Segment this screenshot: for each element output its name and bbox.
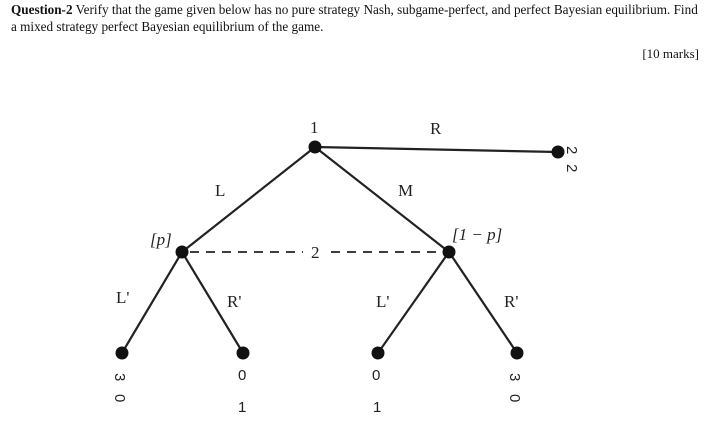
payoff-LL-2: 0: [111, 394, 128, 402]
action-M-label: M: [398, 181, 413, 200]
node-terminal-ML: [371, 346, 385, 360]
node-player2-left: [175, 245, 189, 259]
edge-L: [181, 146, 316, 253]
action-L-label: L: [215, 181, 225, 200]
node-player1: [308, 140, 322, 154]
action-Rprime-right-label: R': [504, 292, 518, 311]
action-Rprime-left-label: R': [227, 292, 241, 311]
edge-left-Lprime: [121, 251, 183, 354]
marks-label: [10 marks]: [642, 46, 699, 61]
question-body: Verify that the game given below has no …: [11, 2, 698, 34]
question-text: Question-2 Verify that the game given be…: [11, 2, 701, 35]
payoff-MR-2: 0: [506, 394, 523, 402]
question-label: Question-2: [11, 2, 73, 17]
edge-right-Lprime: [377, 251, 450, 354]
edge-left-Rprime: [181, 251, 244, 354]
action-Lprime-right-label: L': [376, 292, 389, 311]
payoff-ML-player1: 0: [372, 367, 380, 384]
action-Lprime-left-label: L': [116, 288, 129, 307]
payoff-R: 2 2: [563, 146, 580, 172]
node-terminal-LR: [236, 346, 250, 360]
node-terminal-R: [551, 145, 565, 159]
belief-left-label: [p]: [150, 230, 172, 249]
action-R-label: R: [430, 119, 442, 138]
edge-right-Rprime: [448, 251, 518, 354]
payoff-LR-player1: 0: [238, 367, 246, 384]
payoff-ML-player2: 1: [373, 399, 381, 416]
player1-label: 1: [310, 118, 319, 137]
payoff-MR-player1: 3: [506, 373, 523, 381]
payoff-MR-player2: 0: [506, 394, 523, 402]
payoff-LL: 3: [111, 373, 128, 381]
payoff-LR-player2: 1: [238, 399, 246, 416]
node-terminal-LL: [115, 346, 129, 360]
payoff-R-player1: 2: [563, 146, 580, 154]
node-terminal-MR: [510, 346, 524, 360]
payoff-MR: 3: [506, 373, 523, 381]
payoff-R-player2: 2: [563, 164, 580, 172]
belief-right-label: [1 − p]: [452, 225, 502, 244]
node-player2-right: [442, 245, 456, 259]
player2-label: 2: [311, 243, 320, 262]
edge-M: [314, 146, 450, 253]
edge-R: [314, 145, 559, 154]
payoff-LL-player2: 0: [111, 394, 128, 402]
payoff-LL-player1: 3: [111, 373, 128, 381]
